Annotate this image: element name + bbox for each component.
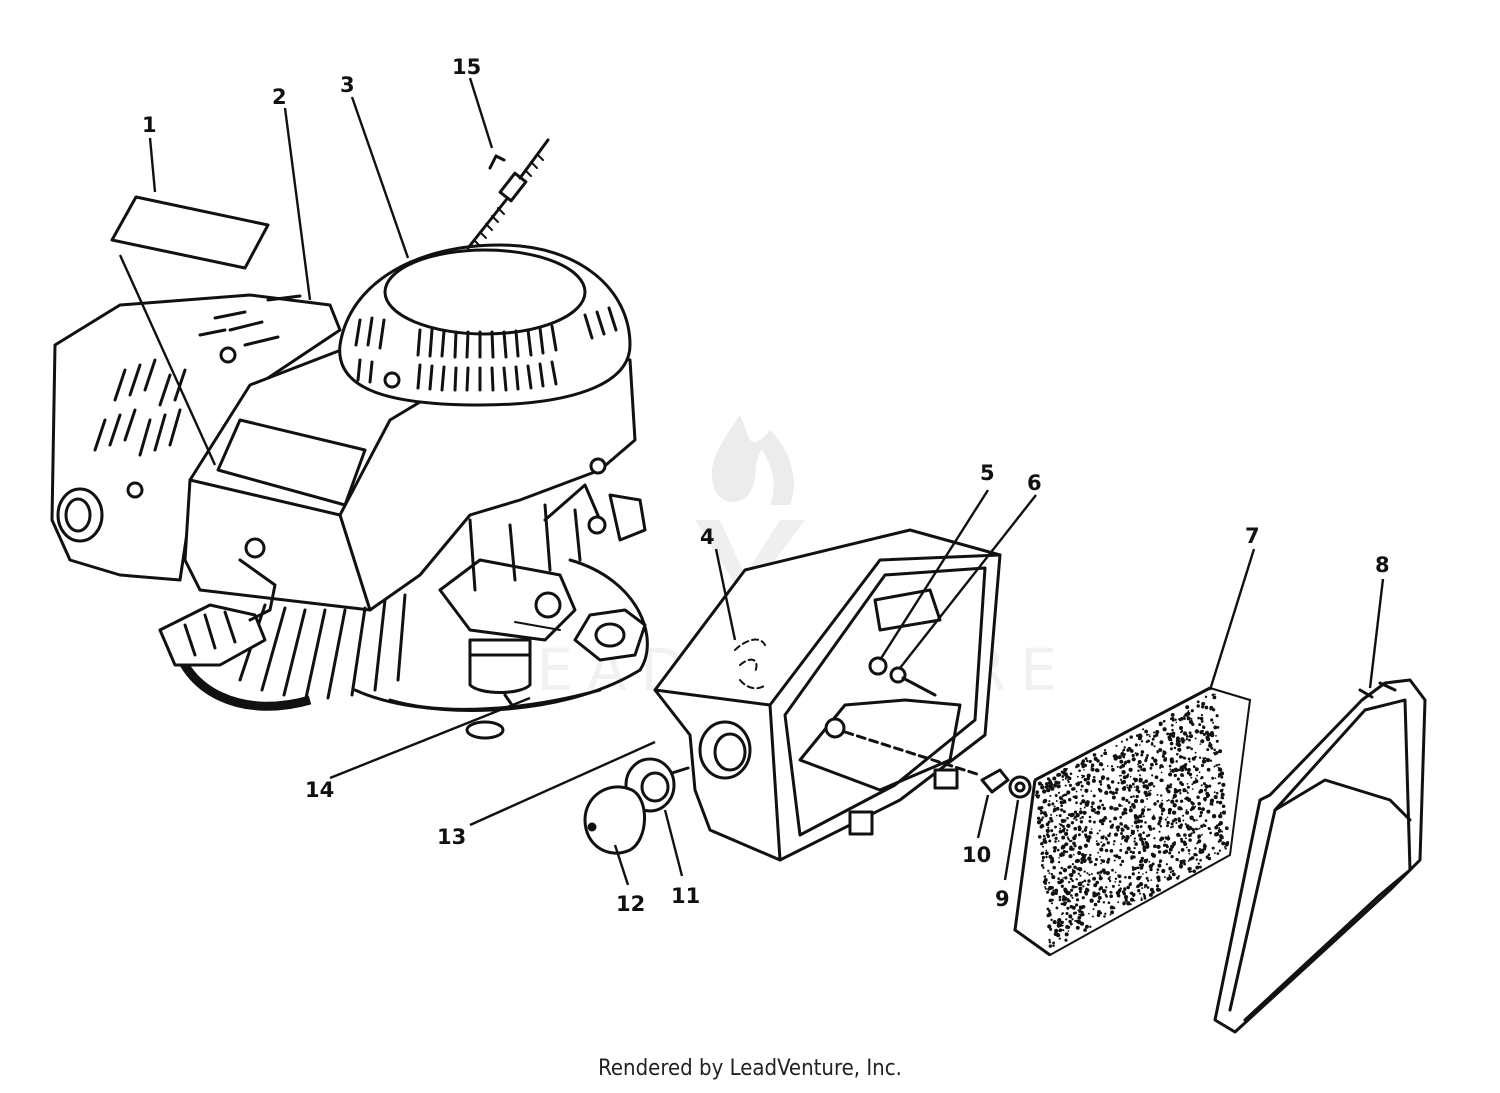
callout-13: 13 [437,825,466,849]
leader-lines [118,77,1385,886]
callout-2: 2 [272,85,287,109]
callout-12: 12 [616,892,645,916]
engine-assembly [50,138,649,740]
part-14-gasket [573,608,647,662]
starter-vent-slots [354,306,618,392]
part-7-foam-filter [1013,686,1252,957]
part-10-spacer [980,768,1010,794]
callout-9: 9 [995,887,1010,911]
part-3-recoil-starter [338,243,632,407]
callout-11: 11 [671,884,700,908]
carb-stud [514,621,561,631]
foam-texture [1035,693,1230,948]
crankcase-fins [238,558,649,712]
callout-6: 6 [1027,471,1042,495]
part-15-throttle-cable [466,138,550,250]
nameplate-window [216,418,367,507]
side-cover-vents [93,294,302,457]
part-4-breather-tube [734,638,766,690]
callout-1: 1 [142,113,157,137]
ignition-lead [158,558,312,711]
render-credit: Rendered by LeadVenture, Inc. [598,1056,902,1081]
carburetor [438,483,647,740]
callout-7: 7 [1245,524,1260,548]
part-5-screw [868,656,888,676]
part-13-air-cleaner-base [653,528,1002,862]
callout-5: 5 [980,461,995,485]
part-1-decal [110,195,270,270]
callout-8: 8 [1375,553,1390,577]
part-9-nut [1008,775,1032,799]
callout-4: 4 [700,525,715,549]
callout-3: 3 [340,73,355,97]
part-6-screw [889,666,907,684]
callout-14: 14 [305,778,334,802]
callout-15: 15 [452,55,481,79]
part-12-primer-bulb [583,785,646,855]
part-8-filter-cover [1213,678,1427,1034]
callout-10: 10 [962,843,991,867]
callout-labels: 1 2 3 15 4 5 6 7 8 9 10 11 12 13 14 [142,55,1390,916]
